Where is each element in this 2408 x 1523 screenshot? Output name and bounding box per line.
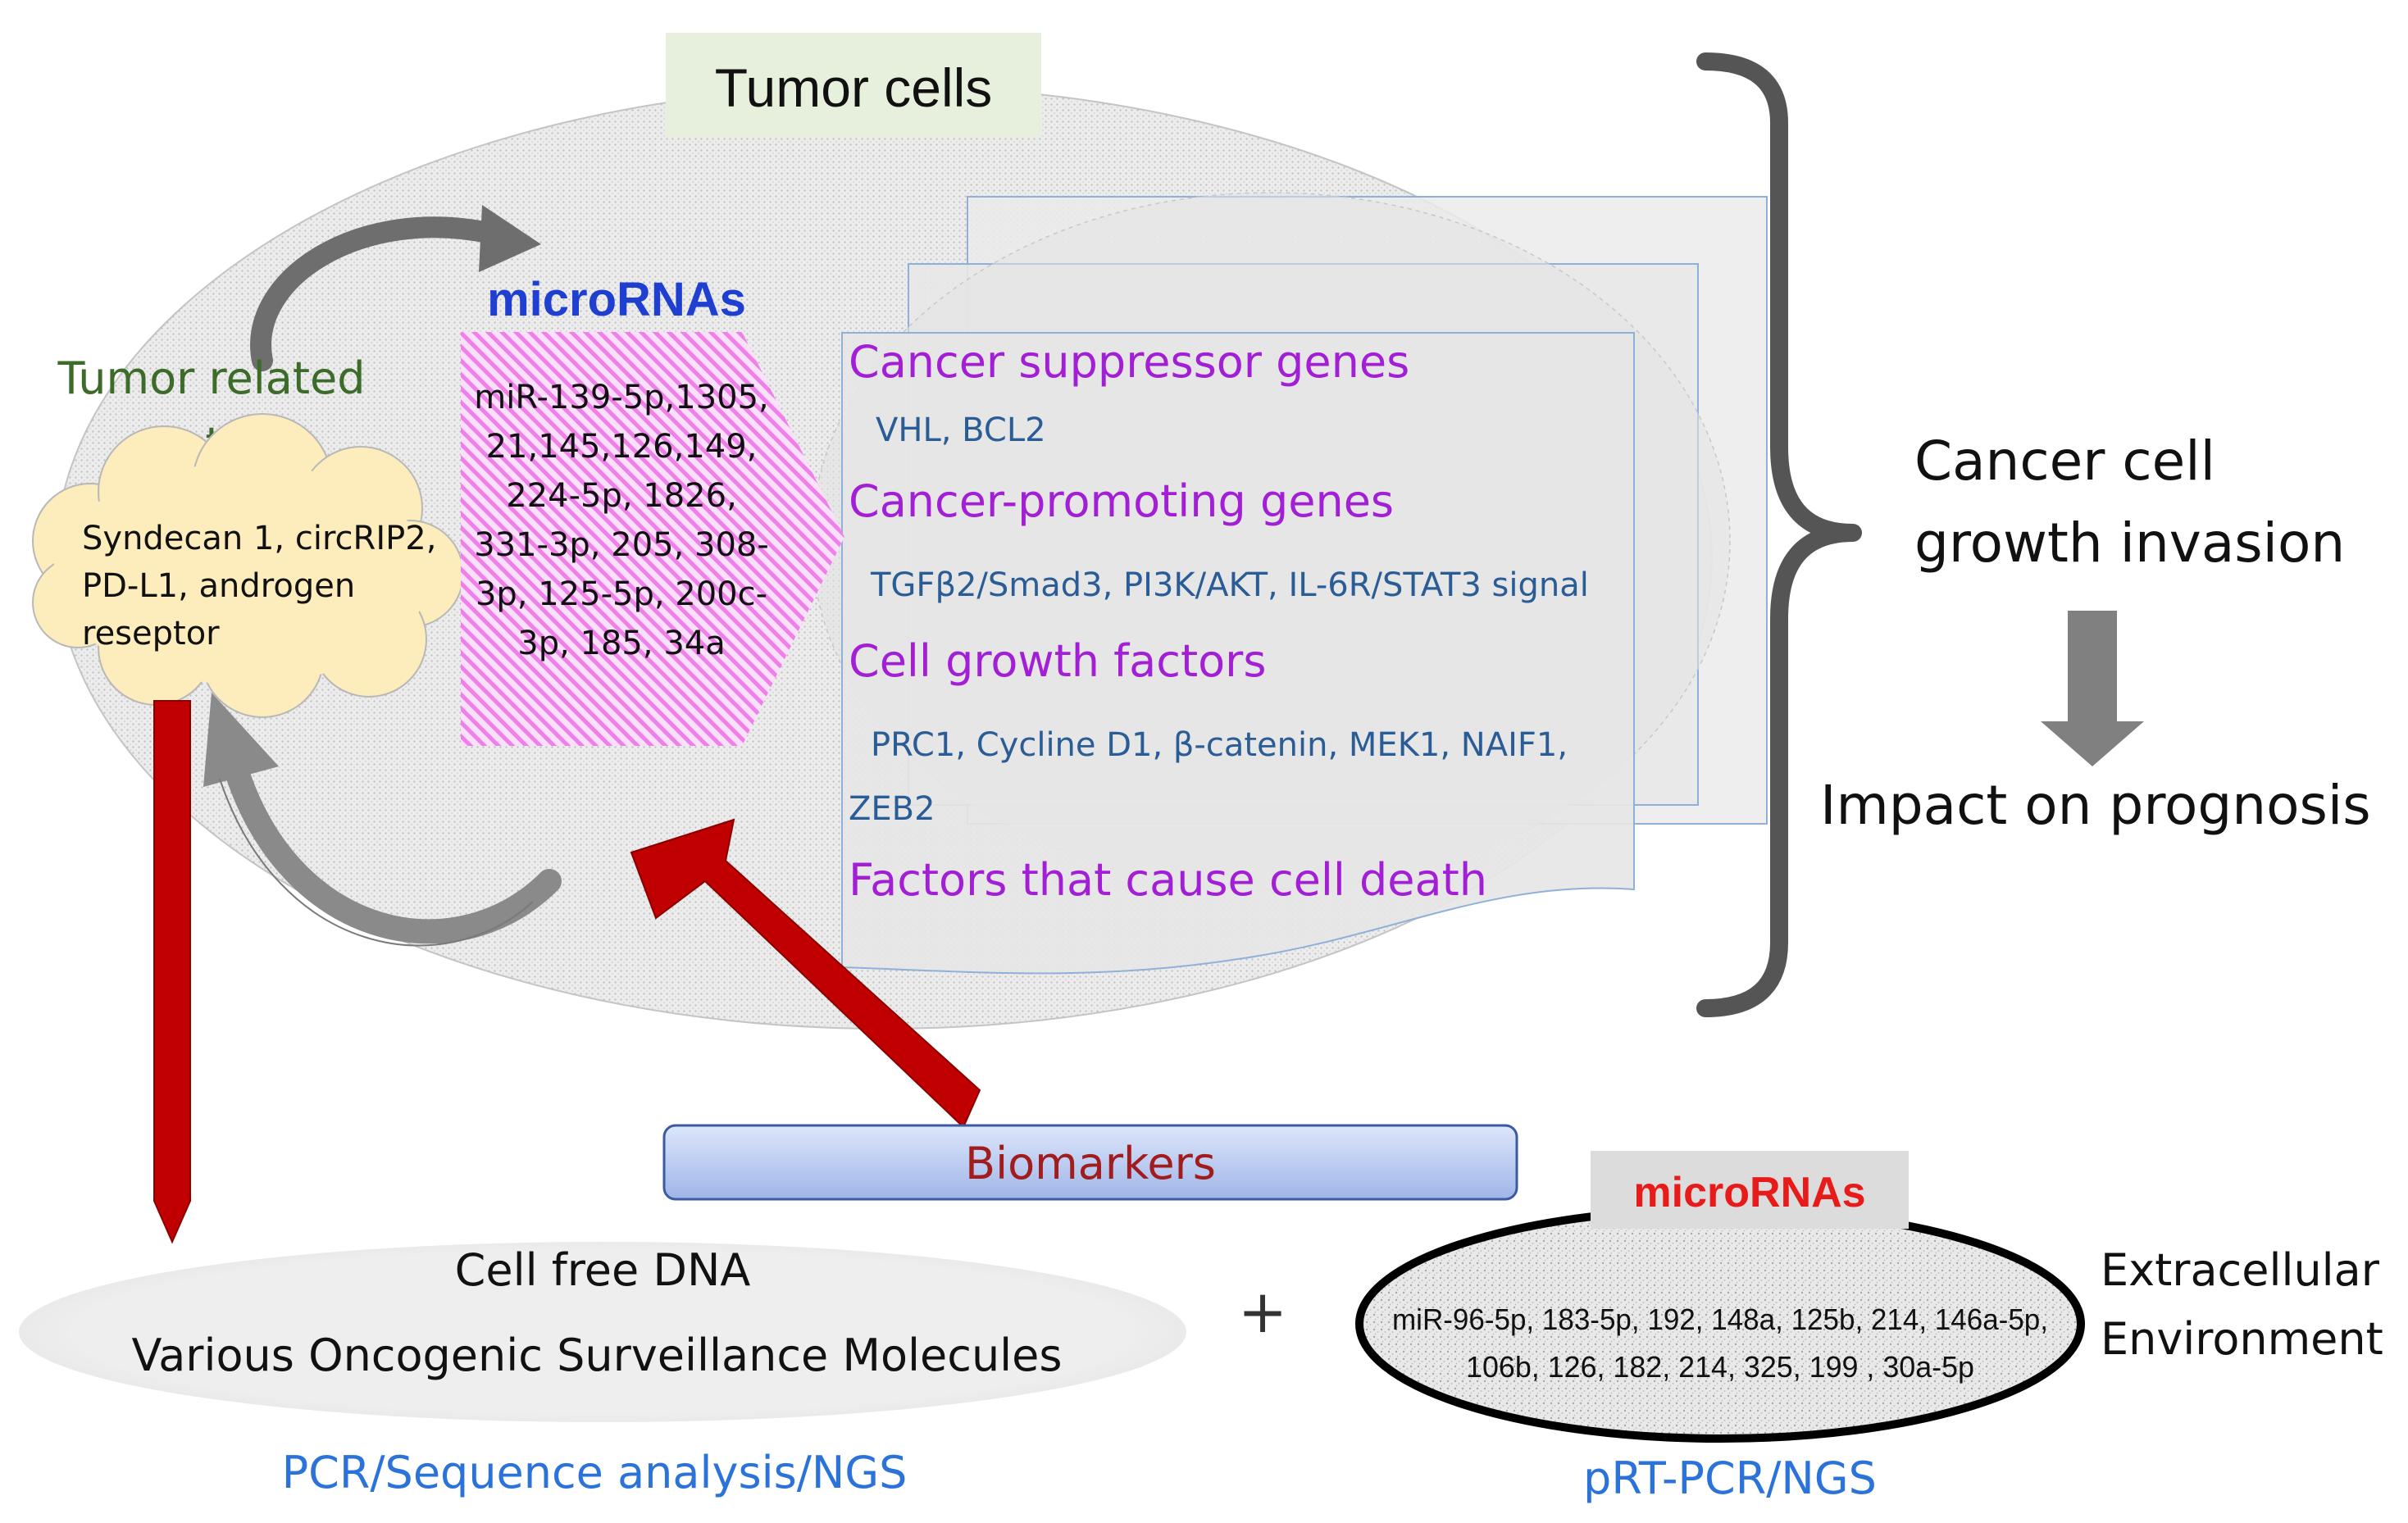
- growth-items-line-2: ZEB2: [849, 790, 935, 828]
- cell-free-method: PCR/Sequence analysis/NGS: [282, 1447, 908, 1498]
- promoting-heading: Cancer-promoting genes: [849, 475, 1394, 527]
- biomarkers-label: Biomarkers: [965, 1138, 1216, 1189]
- growth-items-line-1: PRC1, Cycline D1, β-catenin, MEK1, NAIF1…: [871, 726, 1568, 764]
- microrna-line-6: 3p, 185, 34a: [517, 625, 725, 662]
- growth-heading: Cell growth factors: [849, 635, 1267, 687]
- microrna-chevron: [461, 332, 844, 746]
- promoting-items: TGFβ2/Smad3, PI3K/AKT, IL-6R/STAT3 signa…: [870, 566, 1589, 604]
- microrna-line-3: 224-5p, 1826,: [506, 477, 737, 515]
- extracellular-title: microRNAs: [1633, 1169, 1865, 1216]
- death-heading: Factors that cause cell death: [849, 854, 1487, 906]
- outcome-line-1: Cancer cell: [1914, 430, 2215, 493]
- cell-free-line-2: Various Oncogenic Surveillance Molecules: [131, 1330, 1062, 1381]
- protein-cloud: [32, 413, 464, 718]
- curved-arrow-top-head: [479, 205, 541, 272]
- red-arrow-diagonal: [630, 818, 981, 1129]
- curved-arrow-bottom-outline: [219, 778, 534, 947]
- protein-cloud-line-2: PD-L1, androgen: [82, 567, 355, 605]
- microrna-line-2: 21,145,126,149,: [486, 428, 758, 466]
- tumor-cells-title-box: [666, 33, 1041, 138]
- suppressor-heading: Cancer suppressor genes: [849, 336, 1409, 388]
- extracellular-line-1: miR-96-5p, 183-5p, 192, 148a, 125b, 214,…: [1392, 1303, 2048, 1336]
- impact-on-prognosis: Impact on prognosis: [1820, 774, 2371, 837]
- extracellular-env-line-2: Environment: [2101, 1313, 2383, 1365]
- extracellular-title-box: [1591, 1151, 1909, 1229]
- curved-arrow-top: [250, 216, 503, 371]
- curved-arrow-bottom: [225, 762, 562, 944]
- microrna-line-5: 3p, 125-5p, 200c-: [476, 575, 767, 613]
- cell-free-line-1: Cell free DNA: [455, 1244, 751, 1296]
- microrna-title: microRNAs: [487, 273, 746, 326]
- extracellular-method: pRT-PCR/NGS: [1583, 1453, 1877, 1504]
- microrna-line-4: 331-3p, 205, 308-: [474, 526, 769, 564]
- outcome-down-arrow: [2041, 611, 2144, 766]
- curved-arrow-bottom-head: [203, 693, 279, 787]
- red-arrow-vertical: [153, 700, 191, 1244]
- suppressor-items: VHL, BCL2: [876, 411, 1046, 449]
- extracellular-env-line-1: Extracellular: [2101, 1244, 2380, 1296]
- right-brace: [1696, 52, 1862, 1017]
- tumor-cells-title: Tumor cells: [715, 57, 993, 118]
- protein-cloud-line-1: Syndecan 1, circRIP2,: [82, 520, 436, 557]
- gene-panel-front: [841, 332, 1635, 975]
- cell-free-ellipse: [19, 1242, 1186, 1422]
- protein-title-line-1: Tumor related: [57, 352, 365, 404]
- biomarkers-bar: [662, 1124, 1518, 1201]
- protein-cloud-line-3: reseptor: [82, 615, 220, 652]
- extracellular-line-2: 106b, 126, 182, 214, 325, 199 , 30a-5p: [1466, 1350, 1974, 1384]
- microrna-line-1: miR-139-5p,1305,: [474, 379, 769, 416]
- outcome-line-2: growth invasion: [1914, 511, 2345, 575]
- plus-sign: +: [1238, 1277, 1287, 1346]
